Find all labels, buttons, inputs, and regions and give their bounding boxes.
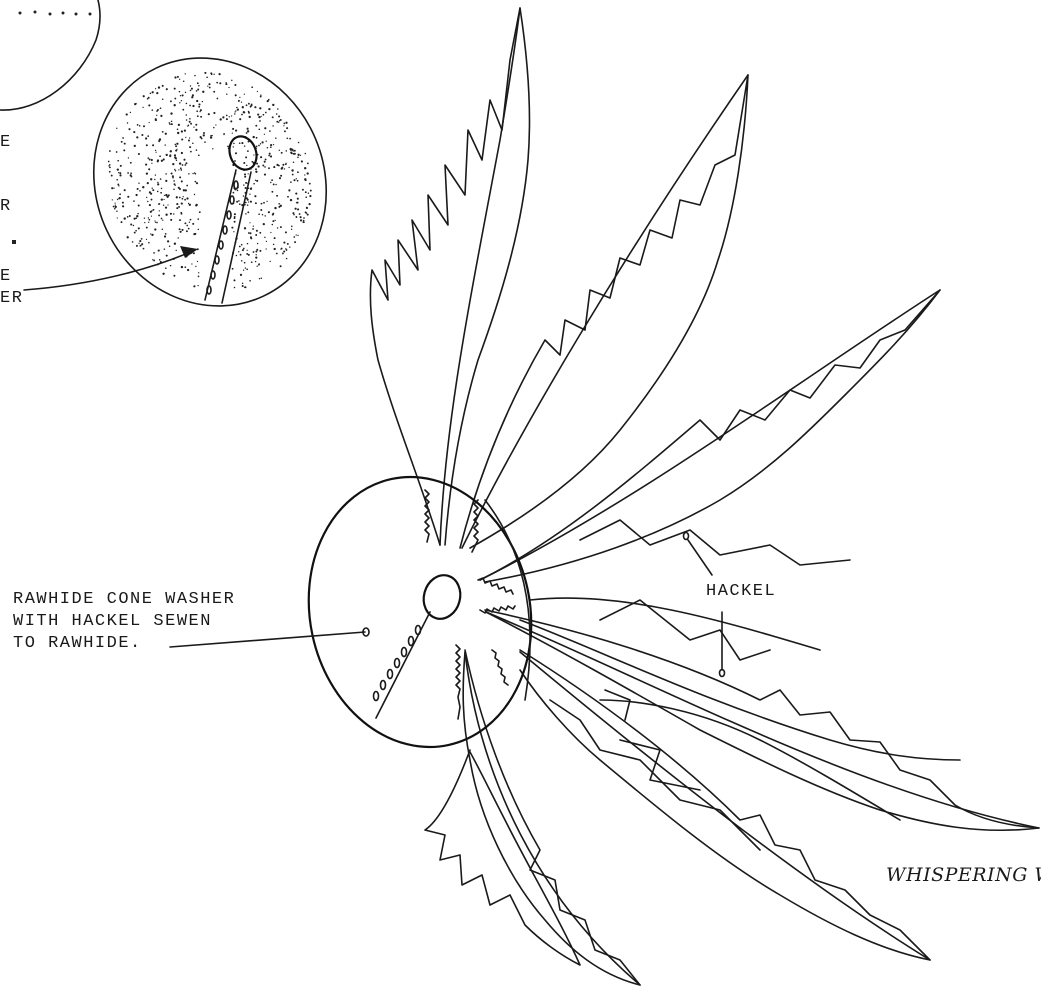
feather-3-shaft xyxy=(480,290,940,580)
washer-cut-line xyxy=(376,612,430,718)
dotted-edge-top-left xyxy=(19,11,92,16)
small-washer-pointer-line xyxy=(24,250,195,290)
signature-text: WHISPERING W xyxy=(886,864,1041,886)
partial-label-r: R xyxy=(0,196,12,217)
small-washer-stitches xyxy=(207,181,238,294)
small-washer-stippled xyxy=(53,20,366,345)
rawhide-cone-washer xyxy=(284,456,556,768)
washer-label-line1: RAWHIDE CONE WASHER xyxy=(13,589,235,610)
feather-1-shaft xyxy=(440,8,520,545)
feather-2-shaft xyxy=(462,75,748,548)
feather-2 xyxy=(460,75,748,548)
feather-4 xyxy=(485,610,1039,830)
hackel-label: HACKEL xyxy=(706,581,776,602)
partial-circle-top-left xyxy=(0,0,100,110)
partial-label-e: E xyxy=(0,266,12,287)
stipple-dots xyxy=(108,72,312,288)
small-washer-pointer-arrowhead xyxy=(180,246,198,258)
washer-label-line3: TO RAWHIDE. xyxy=(13,633,142,654)
washer-center-hole xyxy=(419,571,465,623)
left-edge-mark xyxy=(12,240,16,244)
feather-5 xyxy=(520,650,930,960)
washer-label-line2: WITH HACKEL SEWEN xyxy=(13,611,212,632)
partial-label-er: ER xyxy=(0,288,23,309)
feather-3 xyxy=(480,290,940,582)
feather-4-shaft xyxy=(486,612,1039,828)
washer-pointer-line xyxy=(170,632,365,647)
washer-stitches xyxy=(374,626,421,701)
partial-label-e-top: E xyxy=(0,132,12,153)
